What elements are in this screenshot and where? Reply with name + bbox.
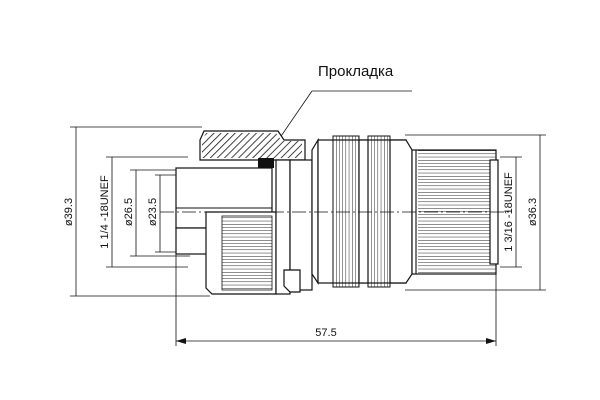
dim-text-d36: ø36.3 bbox=[527, 198, 539, 226]
ring-spacer bbox=[358, 139, 369, 284]
connector-body bbox=[175, 130, 499, 295]
coupling-nut-hatch bbox=[202, 133, 302, 158]
housing-end bbox=[389, 139, 413, 284]
dim-text-d39: ø39.3 bbox=[63, 198, 75, 226]
flange-lug bbox=[283, 269, 301, 293]
insert-lower-left bbox=[175, 227, 211, 255]
gasket bbox=[258, 158, 274, 168]
dim-text-length: 57.5 bbox=[315, 327, 336, 339]
housing-chamfer bbox=[311, 137, 319, 285]
gasket-label: Прокладка bbox=[318, 63, 394, 80]
arrow-length-left bbox=[176, 338, 186, 344]
knurled-ring-1 bbox=[332, 135, 360, 288]
arrow-length-right bbox=[486, 338, 496, 344]
lower-nut-knurl bbox=[221, 215, 273, 291]
dim-text-d26: ø26.5 bbox=[123, 198, 135, 226]
dim-text-thread-left: 1 1/4 -18UNEF bbox=[99, 175, 111, 249]
dim-text-d23: ø23.5 bbox=[147, 198, 159, 226]
knurled-ring-2 bbox=[367, 135, 391, 288]
